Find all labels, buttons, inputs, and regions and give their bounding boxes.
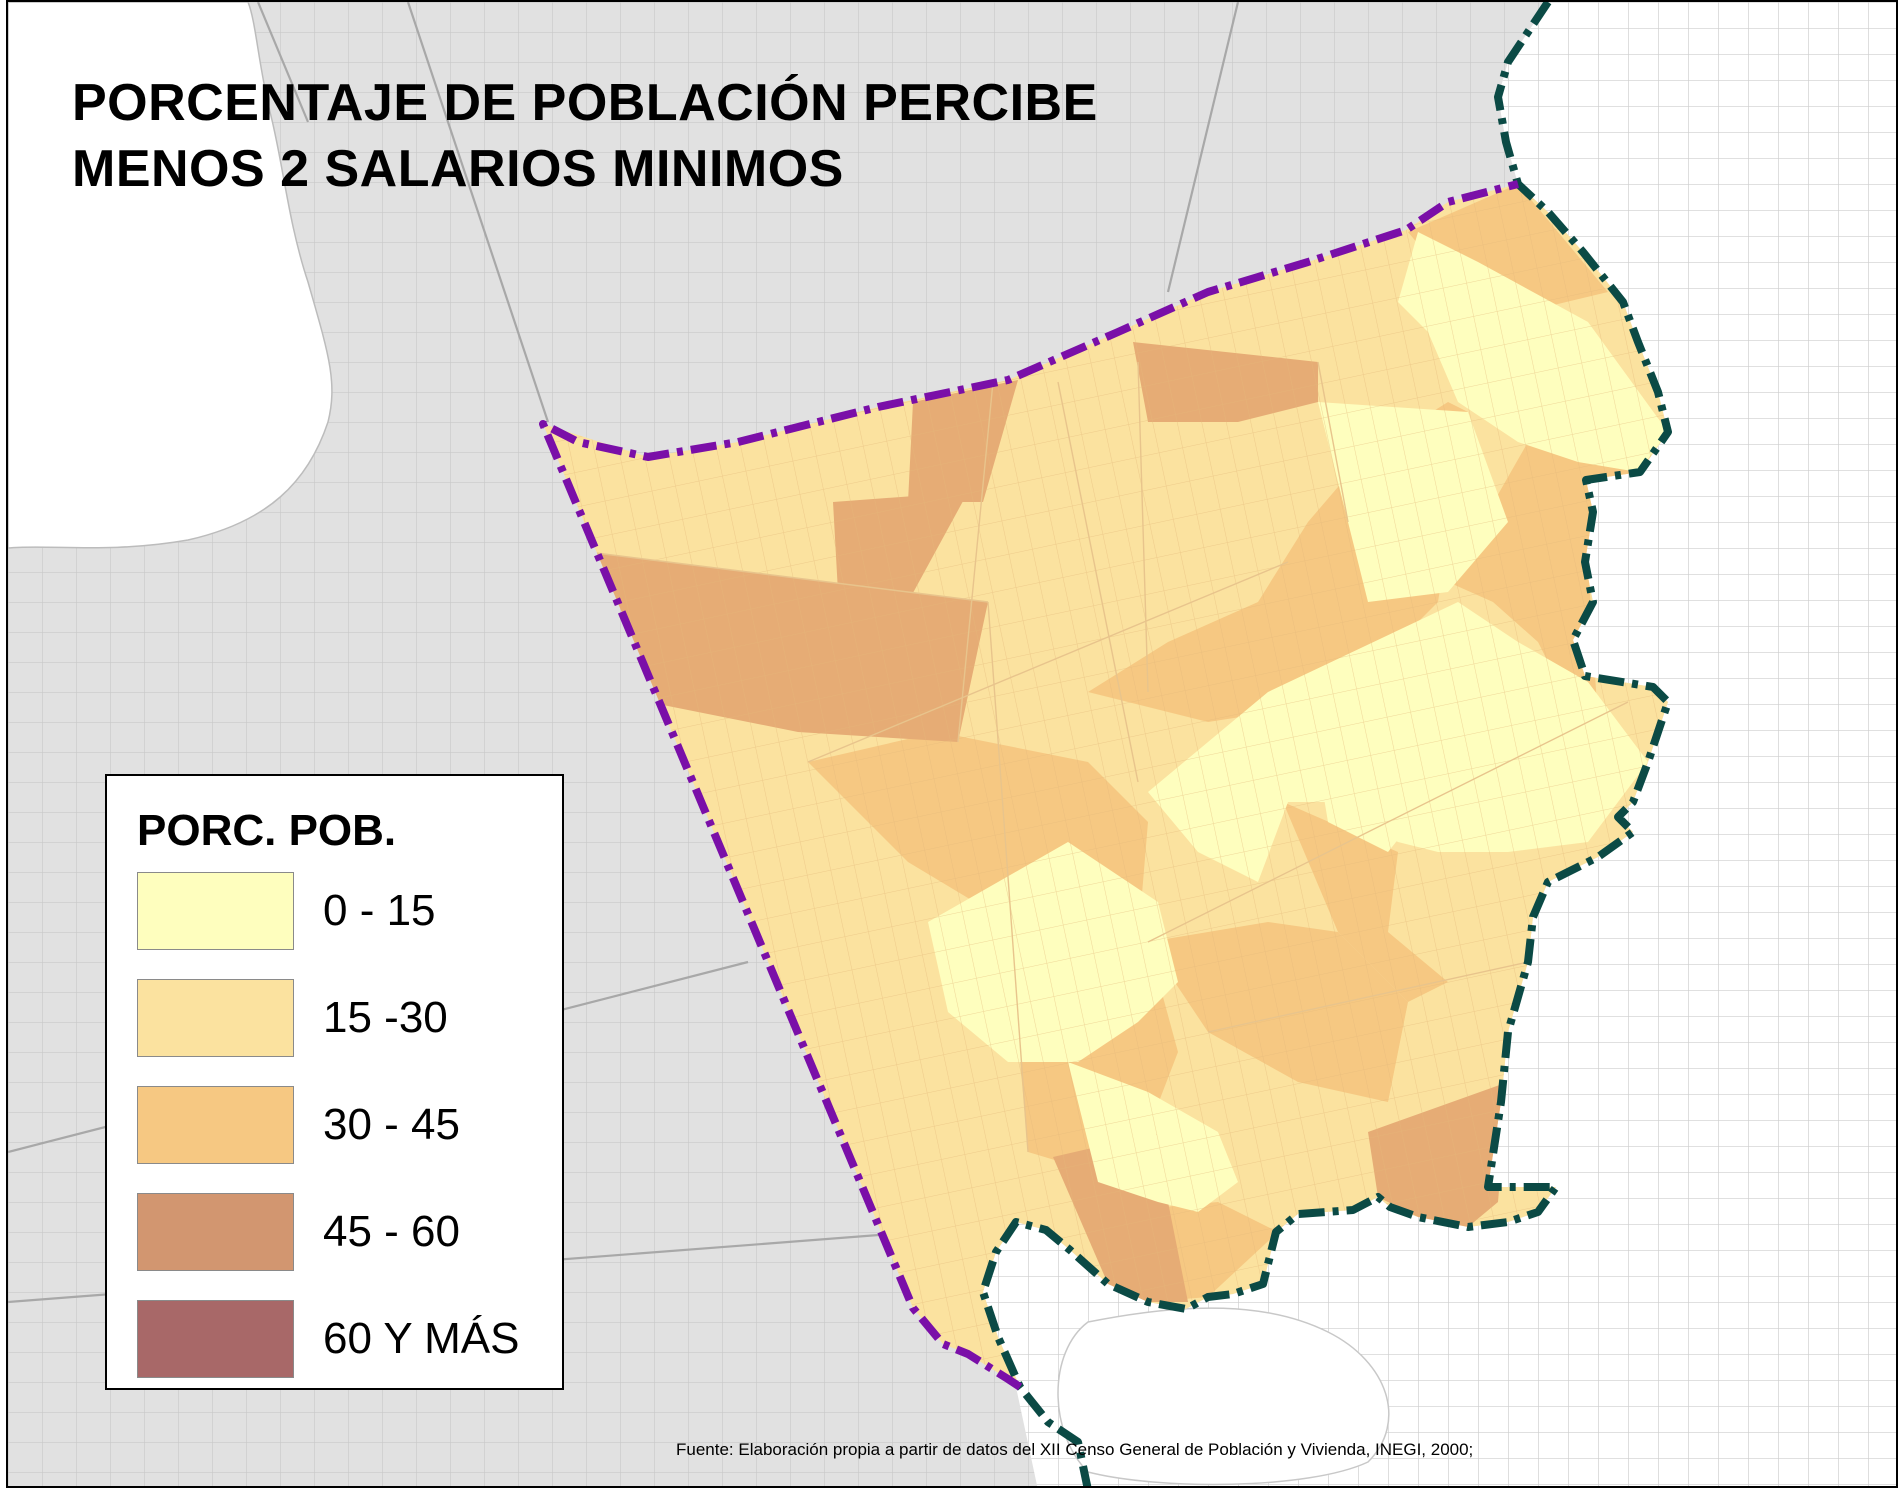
legend-item-0-15: 0 - 15 bbox=[137, 872, 557, 952]
legend-swatch-30-45 bbox=[137, 1086, 294, 1164]
zone-borders bbox=[587, 361, 1629, 1153]
map-frame: PORCENTAJE DE POBLACIÓN PERCIBE MENOS 2 … bbox=[6, 0, 1898, 1488]
legend-swatch-45-60 bbox=[137, 1193, 294, 1271]
boundary-east-south bbox=[979, 2, 1672, 1486]
map-title-line-2: MENOS 2 SALARIOS MINIMOS bbox=[72, 140, 844, 198]
legend: PORC. POB. 0 - 15 15 -30 30 - 45 45 - 60… bbox=[105, 774, 564, 1390]
basemap-east-streets bbox=[983, 2, 1896, 1486]
map-title: PORCENTAJE DE POBLACIÓN PERCIBE MENOS 2 … bbox=[72, 70, 1098, 202]
source-note: Fuente: Elaboración propia a partir de d… bbox=[676, 1440, 1474, 1459]
legend-title: PORC. POB. bbox=[137, 806, 397, 855]
boundary-north-west bbox=[539, 180, 1519, 1391]
legend-item-15-30: 15 -30 bbox=[137, 979, 557, 1059]
legend-label-30-45: 30 - 45 bbox=[323, 1100, 460, 1149]
legend-swatch-60-plus bbox=[137, 1300, 294, 1378]
map-title-line-1: PORCENTAJE DE POBLACIÓN PERCIBE bbox=[72, 74, 1098, 132]
legend-label-15-30: 15 -30 bbox=[323, 993, 448, 1042]
map-canvas bbox=[8, 2, 1896, 1486]
legend-item-45-60: 45 - 60 bbox=[137, 1193, 557, 1273]
lake-water bbox=[8, 2, 333, 549]
legend-label-60-plus: 60 Y MÁS bbox=[323, 1314, 520, 1363]
legend-label-0-15: 0 - 15 bbox=[323, 886, 436, 935]
legend-item-30-45: 30 - 45 bbox=[137, 1086, 557, 1166]
legend-swatch-0-15 bbox=[137, 872, 294, 950]
legend-item-60-plus: 60 Y MÁS bbox=[137, 1300, 557, 1380]
legend-label-45-60: 45 - 60 bbox=[323, 1207, 460, 1256]
legend-swatch-15-30 bbox=[137, 979, 294, 1057]
